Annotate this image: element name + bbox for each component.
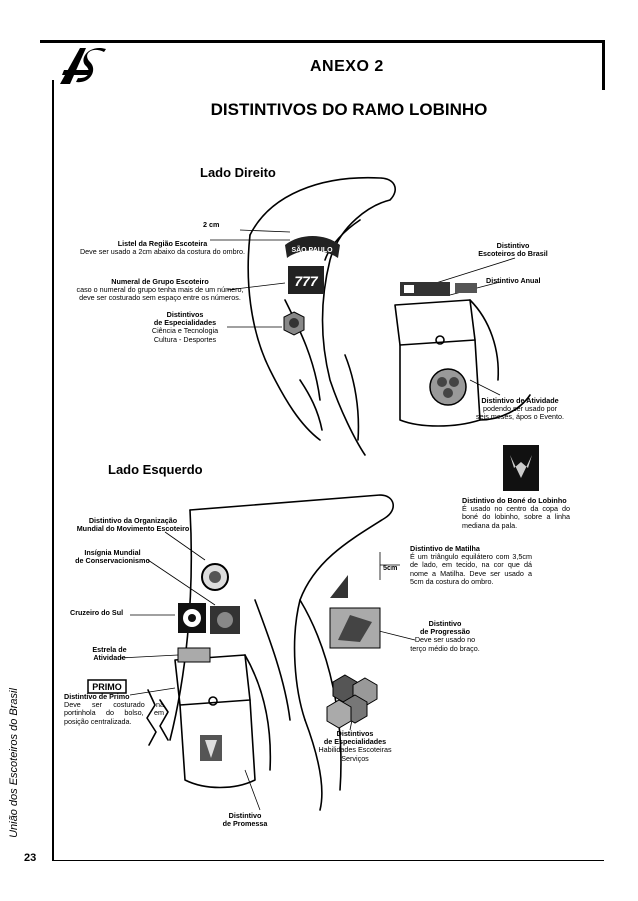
anual-label: Distintivo Anual — [486, 276, 541, 285]
measure-5cm: 5cm — [383, 563, 398, 572]
especialidades-label: Distintivos de Especialidades Ciência e … — [151, 310, 219, 344]
bone-label: Distintivo do Boné do Lobinho É usado no… — [462, 496, 570, 530]
matilha-label: Distintivo de Matilha É um triângulo equ… — [410, 544, 532, 586]
cruzeiro-label: Cruzeiro do Sul — [70, 608, 124, 617]
promessa-label: Distintivo de Promessa — [222, 811, 268, 829]
number-badge-text: 777 — [294, 273, 319, 289]
left-side-heading: Lado Esquerdo — [108, 462, 203, 477]
listel-label: Listel da Região Escoteira Deve ser usad… — [79, 239, 245, 257]
page-title: DISTINTIVOS DO RAMO LOBINHO — [210, 100, 488, 119]
primo-label: Distintivo de Primo Deve ser costurado n… — [64, 692, 164, 726]
progressao-label: Distintivo de Progressão Deve ser usado … — [410, 619, 480, 653]
sao-paulo-badge-text: SÃO PAULO — [291, 245, 333, 254]
left-rule — [52, 80, 54, 860]
numeral-label: Numeral de Grupo Escoteiro caso o numera… — [76, 277, 244, 303]
side-brand: União dos Escoteiros do Brasil — [8, 687, 20, 838]
habilidades-label: Distintivos de Especialidades Habilidade… — [318, 729, 392, 763]
escoteiros-brasil-label: Distintivo Escoteiros do Brasil — [478, 241, 548, 259]
right-side-heading: Lado Direito — [200, 165, 276, 180]
bottom-rule — [52, 860, 604, 861]
annex-label: ANEXO 2 — [310, 58, 384, 75]
primo-badge-text: PRIMO — [92, 682, 122, 692]
page-number: 23 — [24, 852, 37, 864]
estrela-label: Estrela de Atividade — [92, 645, 127, 663]
insignia-label: Insígnia Mundial de Conservacionismo — [75, 548, 150, 566]
ueb-logo — [60, 47, 106, 84]
measure-2cm: 2 cm — [203, 220, 220, 229]
header-frame — [40, 40, 605, 90]
organizacao-label: Distintivo da Organização Mundial do Mov… — [76, 516, 190, 534]
atividade-label: Distintivo de Atividade podendo ser usad… — [476, 396, 564, 422]
